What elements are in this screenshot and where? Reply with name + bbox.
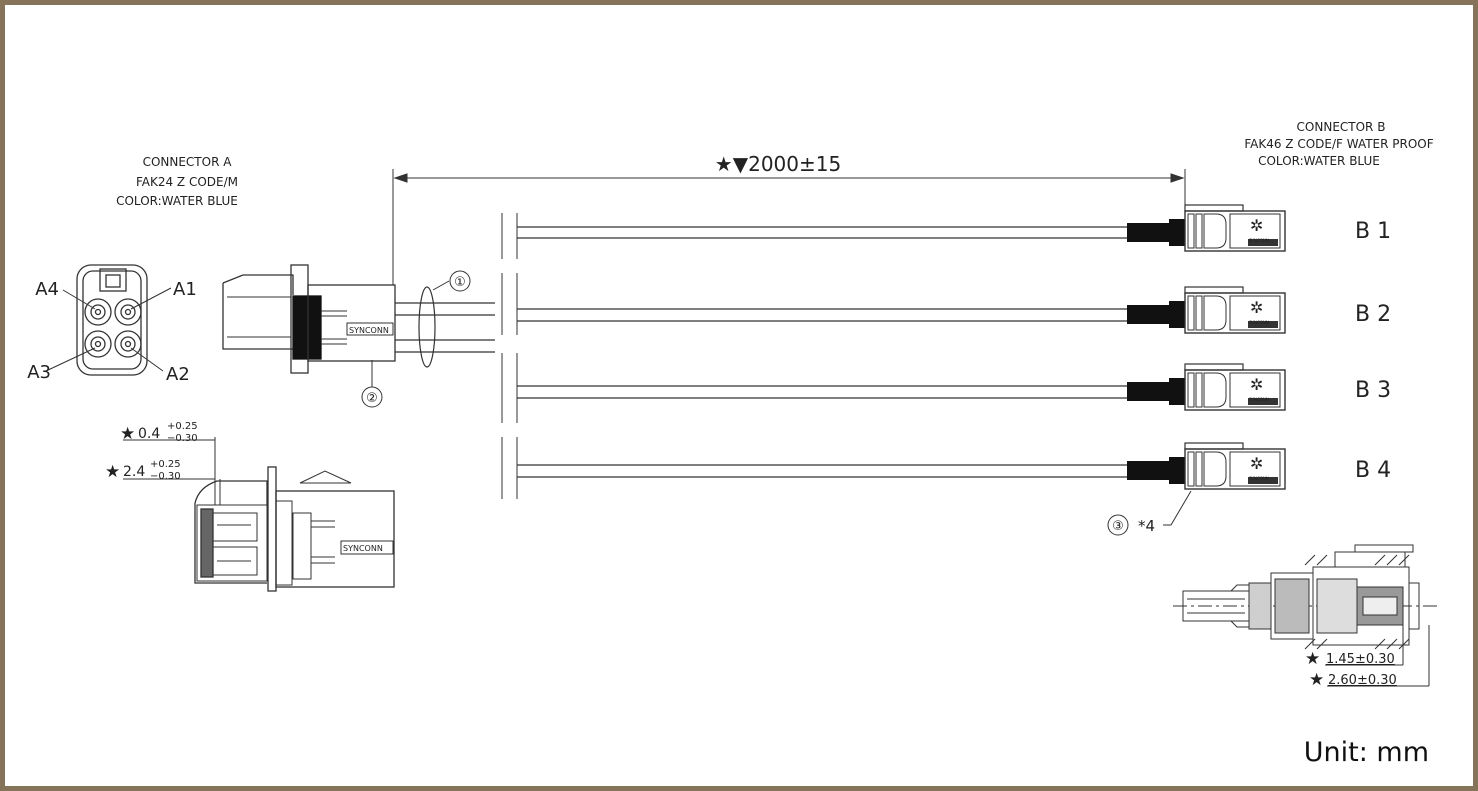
pin-label-a1: A1 — [173, 279, 197, 300]
connector-a-title: CONNECTOR A — [143, 155, 233, 169]
star-icon: ★ — [1309, 670, 1324, 690]
star-icon: ★ — [105, 462, 120, 482]
dimension-a-1: ★ 0.4 +0.25 −0.30 — [120, 421, 198, 444]
dim-a2-tol-upper: +0.25 — [150, 459, 181, 470]
gear-icon: ✲ — [1250, 454, 1263, 473]
synconn-label-b3: SYNCONN — [1249, 397, 1269, 402]
synconn-label-a: SYNCONN — [349, 326, 389, 335]
cable-runs — [517, 226, 1127, 478]
pin-label-a3: A3 — [27, 362, 51, 383]
connector-b-section-view — [1173, 544, 1437, 687]
connector-b-color: COLOR:WATER BLUE — [1258, 154, 1380, 168]
callout-connector-b — [1107, 490, 1192, 536]
overall-length: ★▼2000±15 — [715, 152, 841, 176]
synconn-label-a-detail: SYNCONN — [343, 544, 383, 553]
dim-b1: 1.45±0.30 — [1326, 652, 1395, 667]
gear-icon: ✲ — [1250, 216, 1263, 235]
connector-b-4: ✲ SYNCONN — [1127, 442, 1286, 490]
callout-connector-b-qty: *4 — [1138, 517, 1155, 535]
branch-label-b3: B 3 — [1355, 378, 1391, 403]
dim-a2-value: 2.4 — [123, 464, 145, 480]
connector-a-face-view — [45, 264, 172, 376]
pin-label-a4: A4 — [35, 279, 59, 300]
connector-b-3: ✲ SYNCONN — [1127, 363, 1286, 411]
branch-label-b1: B 1 — [1355, 219, 1391, 244]
connector-a-color: COLOR:WATER BLUE — [116, 194, 238, 208]
gear-icon: ✲ — [1250, 375, 1263, 394]
cable-assembly-drawing: CONNECTOR A FAK24 Z CODE/M COLOR:WATER B… — [27, 120, 1437, 690]
callout-cable: ① — [454, 275, 466, 290]
synconn-label-b4: SYNCONN — [1249, 476, 1269, 481]
unit-label: Unit: mm — [1303, 737, 1429, 768]
synconn-label-b1: SYNCONN — [1249, 238, 1269, 243]
star-icon: ★ — [120, 424, 135, 444]
length-dimension — [392, 169, 1186, 285]
synconn-label-b2: SYNCONN — [1249, 320, 1269, 325]
connector-b-part: FAK46 Z CODE/F WATER PROOF — [1244, 137, 1433, 151]
connector-b-notes: CONNECTOR B FAK46 Z CODE/F WATER PROOF C… — [1244, 120, 1433, 168]
dim-a2-tol-lower: −0.30 — [150, 471, 181, 482]
dim-a1-tol-upper: +0.25 — [167, 421, 198, 432]
dim-b2: 2.60±0.30 — [1328, 673, 1397, 688]
star-icon: ★ — [1305, 649, 1320, 669]
cable-break — [501, 213, 518, 499]
dim-a1-value: 0.4 — [138, 426, 160, 442]
connector-b-2: ✲ SYNCONN — [1127, 286, 1286, 334]
connector-b-title: CONNECTOR B — [1297, 120, 1386, 134]
connector-a-detail-view — [123, 437, 395, 592]
connector-b-1: ✲ SYNCONN — [1127, 204, 1286, 252]
dim-a1-tol-lower: −0.30 — [167, 433, 198, 444]
connector-a-notes: CONNECTOR A FAK24 Z CODE/M COLOR:WATER B… — [116, 155, 238, 208]
callout-housing: ② — [366, 391, 378, 406]
connector-a-part: FAK24 Z CODE/M — [136, 175, 238, 189]
gear-icon: ✲ — [1250, 298, 1263, 317]
callout-connector-b-number: ③ — [1112, 519, 1124, 534]
branch-label-b4: B 4 — [1355, 458, 1391, 483]
dimension-a-2: ★ 2.4 +0.25 −0.30 — [105, 459, 181, 482]
connector-a-side-view — [222, 264, 495, 408]
pin-label-a2: A2 — [166, 364, 190, 385]
branch-label-b2: B 2 — [1355, 302, 1391, 327]
